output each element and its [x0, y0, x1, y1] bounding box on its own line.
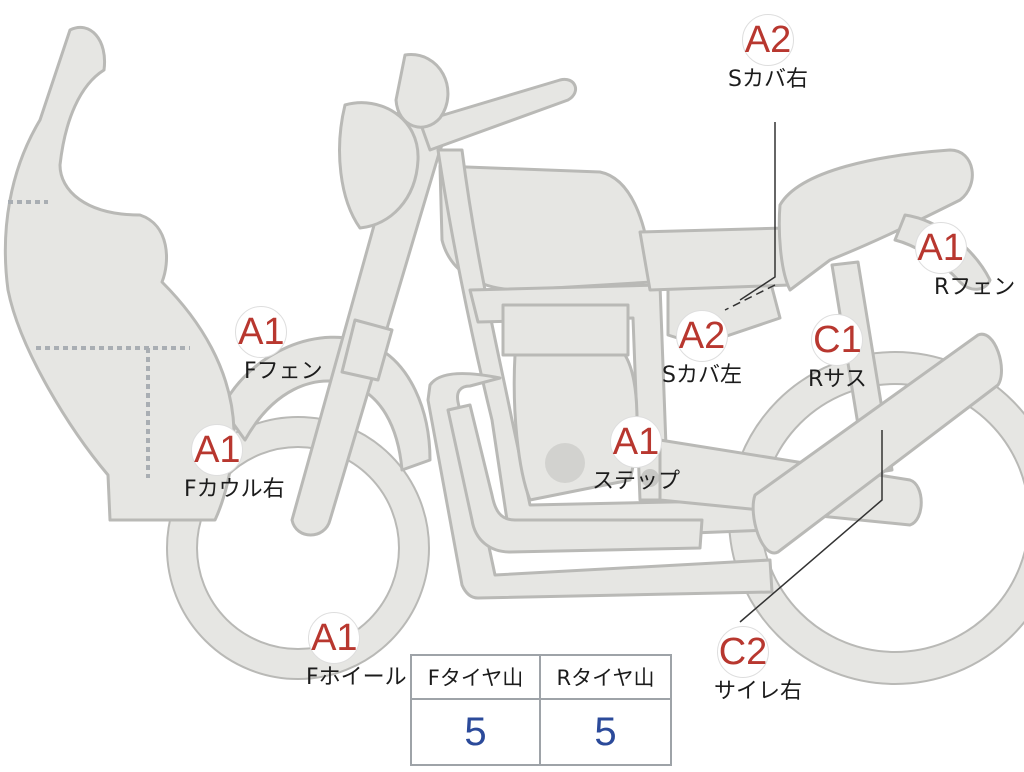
part-label: Fカウル右: [184, 477, 285, 502]
marker-step[interactable]: A1 ステップ: [592, 416, 680, 494]
grade-badge: C1: [811, 314, 864, 366]
leader-s-cover-right: [739, 122, 776, 301]
marker-f-fender[interactable]: A1 Fフェン: [200, 306, 323, 384]
front-cowl-shape: [3, 26, 236, 522]
exhaust-loop-shape: [446, 403, 704, 554]
front-tire-value: 5: [412, 700, 541, 764]
marker-f-cowl-right[interactable]: A1 Fカウル右: [150, 424, 285, 502]
part-label: Fホイール: [306, 665, 407, 690]
fork-guard-shape: [340, 318, 394, 382]
engine-block-shape: [512, 353, 639, 502]
grade-badge: A2: [741, 14, 794, 66]
grade-badge: A1: [191, 424, 244, 476]
grade-badge: A1: [235, 306, 288, 358]
grade-badge: A2: [675, 310, 728, 362]
tire-tread-table: Fタイヤ山 Rタイヤ山 5 5: [410, 654, 672, 766]
leader-silencer-right: [739, 430, 883, 623]
part-label: Sカバ左: [662, 363, 742, 388]
grade-badge: A1: [610, 416, 662, 468]
marker-s-cover-right[interactable]: A2 Sカバ右: [728, 14, 808, 92]
grade-badge: C2: [717, 626, 769, 678]
front-tire-header: Fタイヤ山: [412, 656, 541, 700]
step-peg-left: [641, 469, 659, 487]
marker-f-wheel[interactable]: A1 Fホイール: [262, 612, 407, 690]
front-wheel-shape: [166, 416, 430, 680]
exhaust-pipe-shape: [426, 372, 774, 600]
leader-s-cover-right-dash: [724, 284, 776, 311]
marker-silencer-right[interactable]: C2 サイレ右: [684, 626, 802, 704]
rear-seat-shape: [777, 148, 974, 292]
engine-cover-mark: [545, 443, 585, 483]
marker-r-fender[interactable]: A1 Rフェン: [866, 222, 1015, 300]
part-label: Rサス: [808, 367, 867, 392]
seat-shape: [638, 226, 792, 292]
grade-badge: A1: [308, 612, 361, 664]
part-label: Rフェン: [934, 275, 1016, 300]
handlebar-shape: [418, 77, 578, 152]
rear-tire-header: Rタイヤ山: [541, 656, 670, 700]
silencer-shape: [751, 332, 1003, 555]
headlight-shape: [394, 53, 450, 129]
marker-r-suspension[interactable]: C1 Rサス: [808, 314, 867, 392]
cowl-panel-lines: [8, 200, 190, 478]
engine-top-shape: [501, 303, 630, 357]
part-label: Sカバ右: [728, 67, 808, 92]
marker-s-cover-left[interactable]: A2 Sカバ左: [662, 310, 742, 388]
headlight-housing-shape: [338, 101, 420, 230]
grade-badge: A1: [914, 222, 967, 274]
rear-tire-value: 5: [594, 709, 617, 754]
part-label: ステップ: [592, 469, 681, 494]
part-label: サイレ右: [714, 679, 803, 704]
part-label: Fフェン: [244, 359, 323, 384]
